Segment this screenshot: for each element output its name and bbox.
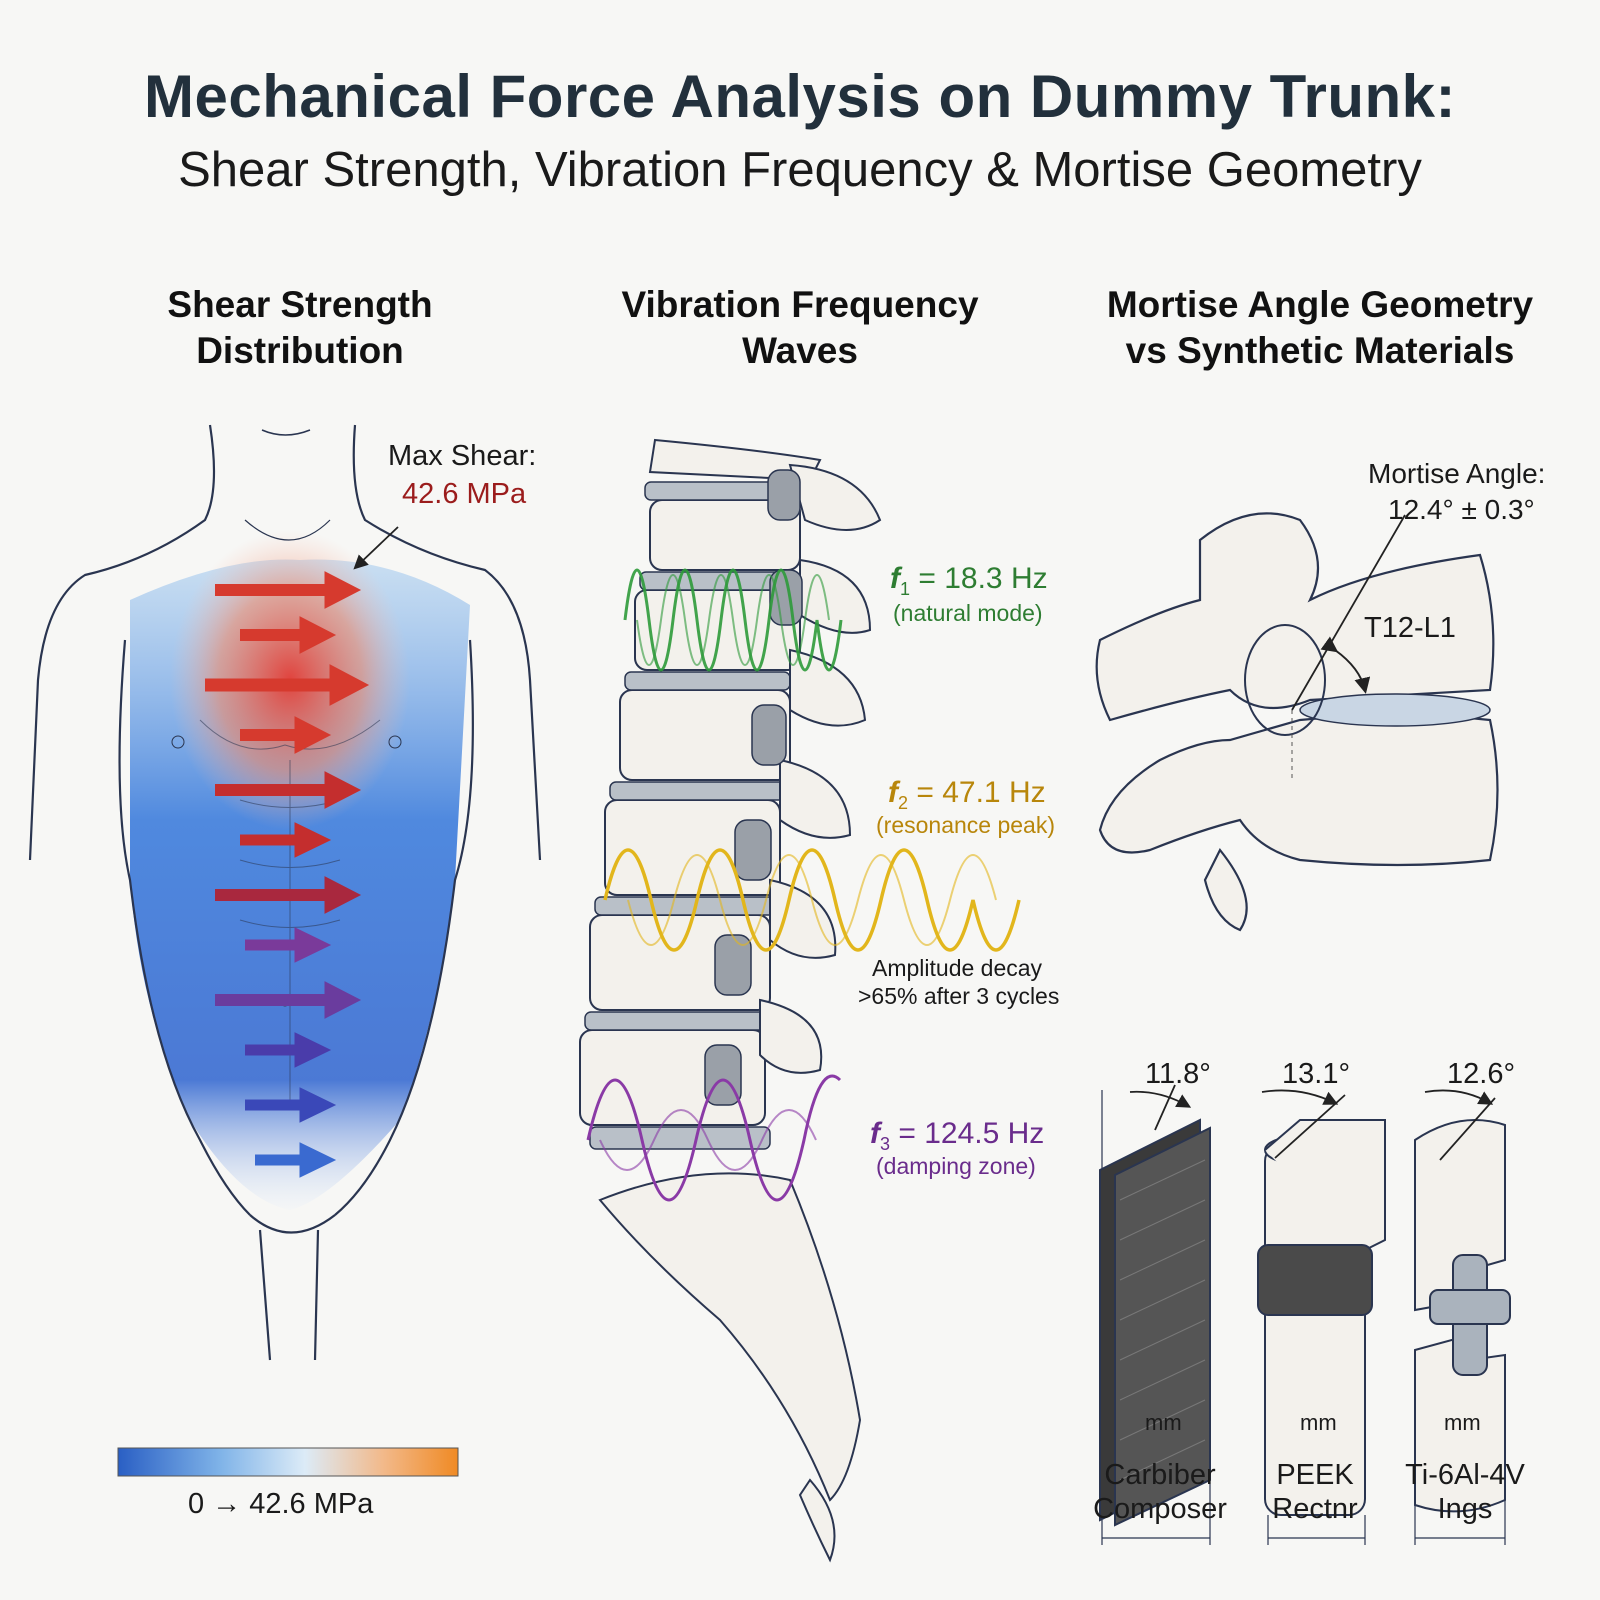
f1-symbol: f [890,562,900,595]
mortise-angle-label: Mortise Angle: [1368,458,1546,489]
mortise-heading-line2: vs Synthetic Materials [1125,330,1515,371]
spine-discs [584,481,801,1150]
f3-symbol: f [870,1117,880,1150]
wave-f1 [623,568,843,672]
torso-outline [28,424,542,1361]
shear-arrow [240,822,332,858]
shear-arrow [215,771,362,809]
vibration-heading-line2: Waves [742,330,858,371]
wave-f3 [586,1074,842,1202]
vertebra-level: T12-L1 [1364,612,1456,644]
shear-color-scale [117,1447,459,1477]
vibration-heading-line1: Vibration Frequency [621,284,979,325]
shear-arrow [215,571,362,609]
f1-note: (natural mode) [893,600,1043,626]
shear-heading-line2: Distribution [196,330,404,371]
material-3-name: Ti-6Al-4V Ings [1390,1458,1540,1526]
f1-subscript: 1 [900,579,911,599]
shear-arrow [255,1142,337,1178]
f3-label: f3 = 124.5 Hz [870,1117,1044,1155]
right-nipple [388,735,402,749]
left-nipple [171,735,185,749]
material-3-name-line1: Ti-6Al-4V [1405,1459,1525,1491]
material-1-name-line1: Carbiber [1104,1459,1216,1491]
mortise-heading-line1: Mortise Angle Geometry [1106,284,1534,325]
f1-value: = 18.3 Hz [918,562,1048,595]
material-2-angle: 13.1° [1282,1058,1351,1090]
shear-heading: Shear Strength Distribution [90,282,510,374]
shear-arrow [245,927,332,963]
shear-arrow [245,1087,337,1123]
decay-line1: Amplitude decay [872,955,1043,981]
shear-arrow [215,981,362,1019]
spine-processes [759,463,882,1074]
shear-scale-label: 0 → 42.6 MPa [188,1488,374,1520]
shear-arrow [240,716,332,754]
material-3-unit: mm [1444,1410,1481,1435]
shear-arrow [240,616,337,654]
vertebral-foramen [1244,624,1326,736]
page-subtitle: Shear Strength, Vibration Frequency & Mo… [178,143,1422,197]
decay-line2: >65% after 3 cycles [858,983,1060,1009]
material-2-name-line2: Rectnr [1272,1493,1358,1525]
spine-illustration [579,438,862,1563]
material-3-angle: 12.6° [1447,1058,1516,1090]
max-shear-label: Max Shear: [388,440,537,472]
torso-muscle-lines [199,719,381,1100]
navel [280,997,290,1007]
material-1-unit: mm [1145,1410,1182,1435]
material-2-name-line1: PEEK [1276,1459,1354,1491]
f2-label: f2 = 47.1 Hz [888,776,1046,814]
material-2-unit: mm [1300,1410,1337,1435]
f2-note: (resonance peak) [876,812,1055,838]
torso-heatmap [130,559,470,1210]
f2-subscript: 2 [898,793,909,813]
material-1-angle: 11.8° [1145,1058,1211,1090]
max-shear-value: 42.6 MPa [402,478,527,510]
f3-value: = 124.5 Hz [898,1117,1045,1150]
material-1-name: Carbiber Composer [1080,1458,1240,1526]
material-2-name: PEEK Rectnr [1245,1458,1385,1526]
f3-subscript: 3 [880,1134,891,1154]
shear-arrows [205,571,370,1178]
shear-heading-line1: Shear Strength [167,284,433,325]
mortise-angle-value: 12.4° ± 0.3° [1388,494,1535,525]
max-shear-leader [353,526,399,570]
vertebra-pair [1095,512,1499,932]
material-1-name-line2: Composer [1093,1493,1227,1525]
page-title: Mechanical Force Analysis on Dummy Trunk… [144,63,1456,130]
torso-hot-zone [170,530,410,830]
shear-arrow [205,664,370,706]
material-3-name-line2: Ings [1437,1493,1493,1525]
shear-arrow [215,876,362,914]
f2-value: = 47.1 Hz [916,776,1046,809]
spine-pedicles [704,469,803,1106]
intervertebral-disc [1299,693,1491,727]
f3-note: (damping zone) [876,1153,1036,1179]
mortise-angle-arc [1320,636,1371,694]
mortise-heading: Mortise Angle Geometry vs Synthetic Mate… [1060,282,1580,374]
shear-arrow [245,1032,332,1068]
f2-symbol: f [888,776,898,809]
wave-f2 [603,848,1021,952]
f1-label: f1 = 18.3 Hz [890,562,1048,600]
vibration-heading: Vibration Frequency Waves [560,282,1040,374]
